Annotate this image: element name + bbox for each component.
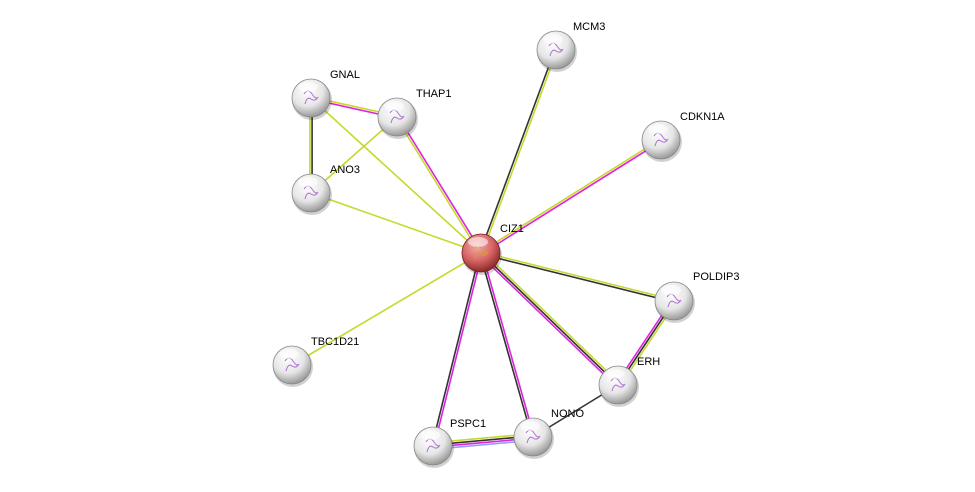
node-label-nono[interactable]: NONO [551, 408, 584, 420]
node-highlight [520, 421, 540, 431]
edge-evidence-experiments [481, 252, 535, 437]
edge-evidence-coexpression [479, 49, 556, 253]
node-ciz1[interactable] [461, 233, 502, 275]
edge-ciz1-cdkn1a[interactable] [479, 138, 663, 255]
edge-ciz1-erh[interactable] [478, 250, 621, 388]
edge-evidence-coexpression [480, 252, 619, 386]
node-label-cdkn1a[interactable]: CDKN1A [680, 111, 725, 123]
edge-evidence-experiments [397, 116, 483, 253]
node-tbc1d21[interactable] [272, 345, 313, 387]
node-highlight [420, 430, 440, 440]
node-mcm3[interactable] [536, 30, 577, 72]
edge-evidence-textmining [481, 251, 675, 301]
edge-ciz1-nono[interactable] [479, 252, 535, 438]
node-label-ano3[interactable]: ANO3 [330, 164, 360, 176]
node-highlight [279, 349, 299, 359]
node-highlight [543, 34, 563, 44]
node-label-thap1[interactable]: THAP1 [416, 88, 452, 100]
node-highlight [648, 124, 668, 134]
edge-evidence-textmining [481, 250, 621, 384]
edge-evidence-textmining [479, 138, 661, 253]
node-label-ciz1[interactable]: CIZ1 [500, 223, 524, 235]
edge-evidence-textmining [291, 252, 482, 366]
node-label-pspc1[interactable]: PSPC1 [450, 418, 487, 430]
node-nono[interactable] [513, 417, 554, 459]
node-cdkn1a[interactable] [641, 120, 682, 162]
node-poldip3[interactable] [654, 281, 695, 323]
edge-evidence-textmining [310, 192, 482, 254]
node-highlight [384, 101, 404, 111]
edge-evidence-experiments [481, 140, 663, 255]
edge-evidence-experiments [478, 254, 618, 388]
edge-ciz1-poldip3[interactable] [480, 251, 675, 303]
node-label-mcm3[interactable]: MCM3 [573, 21, 606, 33]
edge-ciz1-tbc1d21[interactable] [291, 252, 482, 366]
node-thap1[interactable] [377, 97, 418, 139]
node-label-gnal[interactable]: GNAL [330, 69, 360, 81]
edge-evidence-coexpression [479, 253, 533, 438]
edge-evidence-coexpression [431, 252, 481, 446]
node-highlight [468, 237, 488, 247]
node-pspc1[interactable] [413, 426, 454, 468]
node-highlight [298, 177, 318, 187]
node-label-erh[interactable]: ERH [637, 356, 661, 368]
edge-evidence-experiments [433, 253, 483, 447]
node-ano3[interactable] [291, 173, 332, 215]
node-highlight [661, 285, 681, 295]
node-highlight [605, 369, 625, 379]
edge-evidence-textmining [395, 117, 481, 254]
edge-ciz1-ano3[interactable] [310, 192, 482, 254]
edge-evidence-textmining [310, 97, 482, 254]
node-gnal[interactable] [291, 78, 332, 120]
node-highlight [298, 82, 318, 92]
edge-evidence-textmining [481, 50, 558, 254]
node-label-poldip3[interactable]: POLDIP3 [693, 271, 740, 283]
edge-ciz1-gnal[interactable] [310, 97, 482, 254]
edge-evidence-coexpression [480, 253, 674, 303]
edge-ciz1-thap1[interactable] [395, 116, 483, 254]
node-erh[interactable] [598, 365, 639, 407]
edge-ciz1-pspc1[interactable] [431, 252, 483, 447]
node-label-tbc1d21[interactable]: TBC1D21 [311, 336, 360, 348]
edge-ciz1-mcm3[interactable] [479, 49, 558, 254]
